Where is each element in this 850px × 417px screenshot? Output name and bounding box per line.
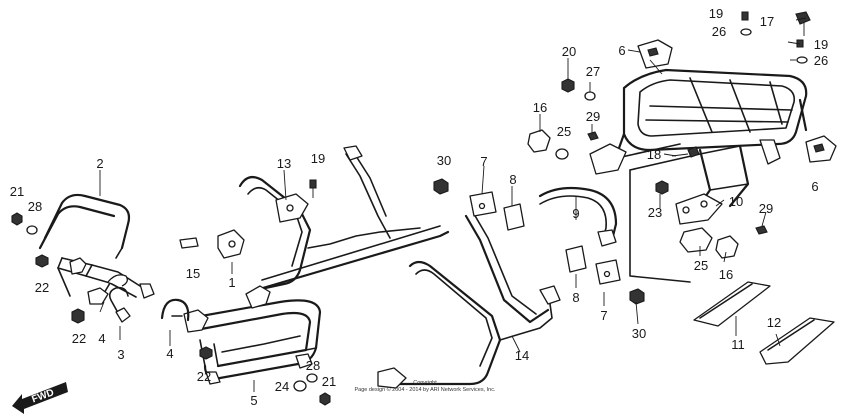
callout-6-top: 6 <box>618 43 625 58</box>
part-30-bolt-top <box>433 178 449 195</box>
part-19-bolt-right <box>796 39 804 48</box>
callout-25-lower: 25 <box>694 258 708 273</box>
part-16-bushing-lower <box>715 235 739 259</box>
callout-9: 9 <box>572 206 579 221</box>
part-central-rail <box>238 145 450 309</box>
callout-27: 27 <box>586 64 600 79</box>
callout-15: 15 <box>186 266 200 281</box>
part-22-bolt-left-top <box>35 254 49 268</box>
part-2-rear-grab-rail <box>38 193 155 305</box>
callout-29-right: 29 <box>759 201 773 216</box>
callout-6-right: 6 <box>811 179 818 194</box>
callout-21-left: 21 <box>10 184 24 199</box>
callout-22-left-bottom: 22 <box>72 331 86 346</box>
callout-3: 3 <box>117 347 124 362</box>
callout-23: 23 <box>648 205 662 220</box>
part-29-bolt-right <box>755 225 768 235</box>
callout-4-lower: 4 <box>166 346 173 361</box>
callout-26-top: 26 <box>712 24 726 39</box>
callout-21-lower: 21 <box>322 374 336 389</box>
part-7-bracket-top <box>469 191 497 217</box>
part-14-rack-frame <box>377 213 561 389</box>
callout-4-left: 4 <box>98 331 105 346</box>
callout-8-lower: 8 <box>572 290 579 305</box>
part-13-bracket <box>275 193 309 223</box>
part-19-bolt-top <box>741 11 749 21</box>
callout-labels: 2 21 28 22 22 4 3 4 22 5 24 28 21 13 19 … <box>10 6 828 408</box>
part-23-nut <box>655 180 669 195</box>
callout-24: 24 <box>275 379 289 394</box>
callout-26-right: 26 <box>814 53 828 68</box>
part-4-u-bolt-lower <box>160 298 190 322</box>
part-21-nut-left <box>11 212 23 226</box>
part-11-plate <box>693 281 771 327</box>
callout-30-lower: 30 <box>632 326 646 341</box>
part-28-washer-left <box>26 225 38 235</box>
part-7-bracket-lower <box>595 259 621 285</box>
copyright-line-1: Copyright <box>413 380 437 386</box>
part-22-nut-lower <box>199 346 213 360</box>
part-9-grab-bar <box>538 186 618 247</box>
part-22-bolt-left-bottom <box>71 308 85 324</box>
callout-17: 17 <box>760 14 774 29</box>
callout-19-top: 19 <box>709 6 723 21</box>
part-1-clamp <box>217 229 245 259</box>
callout-14: 14 <box>515 348 529 363</box>
part-26-washer-right <box>796 56 808 64</box>
callout-11: 11 <box>731 337 745 352</box>
callout-16-top: 16 <box>533 100 547 115</box>
callout-30-top: 30 <box>437 153 451 168</box>
callout-20: 20 <box>562 44 576 59</box>
part-5-side-rail <box>183 299 322 385</box>
part-8-bracket-top <box>503 203 525 231</box>
part-29-bolt-top <box>587 131 599 141</box>
part-24-washer <box>293 380 307 392</box>
part-4-u-bolt-left <box>108 286 131 323</box>
callout-7-top: 7 <box>480 154 487 169</box>
main-carrier-rack <box>589 68 808 283</box>
callout-28-left: 28 <box>28 199 42 214</box>
part-15-pin <box>179 237 199 249</box>
part-17-bolt <box>795 11 811 36</box>
callout-18: 18 <box>647 147 661 162</box>
callout-12: 12 <box>767 315 781 330</box>
part-8-bracket-lower <box>565 245 587 273</box>
part-6-hook-right <box>805 135 837 163</box>
part-27-washer <box>584 91 596 101</box>
part-19-bolt-center <box>309 179 317 198</box>
callout-28-lower: 28 <box>306 358 320 373</box>
callout-5: 5 <box>250 393 257 408</box>
part-12-plate <box>759 317 835 365</box>
callout-1: 1 <box>228 275 235 290</box>
copyright-line-2: Page design © 2004 - 2014 by ARI Network… <box>354 386 495 393</box>
part-30-bolt-lower <box>629 288 645 305</box>
callout-13: 13 <box>277 156 291 171</box>
part-25-collar-top <box>555 148 569 160</box>
part-6-hook-top <box>637 39 673 75</box>
fwd-label: FWD <box>30 387 55 405</box>
callout-29-top: 29 <box>586 109 600 124</box>
callout-25-top: 25 <box>557 124 571 139</box>
callout-2: 2 <box>96 156 103 171</box>
callout-10: 10 <box>729 194 743 209</box>
callout-7-lower: 7 <box>600 308 607 323</box>
part-16-bushing-top <box>527 129 551 153</box>
part-28-washer-lower <box>306 373 318 383</box>
callout-16-lower: 16 <box>719 267 733 282</box>
part-25-collar-lower <box>679 227 713 253</box>
callout-22-left-top: 22 <box>35 280 49 295</box>
fwd-arrow-badge: FWD <box>12 382 68 414</box>
callout-19-center: 19 <box>311 151 325 166</box>
leader-lines <box>99 17 807 392</box>
part-20-nut <box>561 78 575 93</box>
callout-8-top: 8 <box>509 172 516 187</box>
part-26-washer-top <box>740 28 752 36</box>
callout-22-lower: 22 <box>197 369 211 384</box>
callout-19-right: 19 <box>814 37 828 52</box>
part-21-nut-lower <box>319 392 331 406</box>
